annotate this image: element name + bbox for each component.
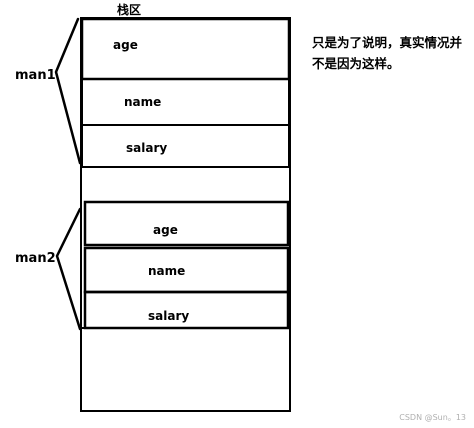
man2-age-label: age bbox=[153, 223, 178, 237]
man1-salary-label: salary bbox=[126, 141, 167, 155]
man2-label: man2 bbox=[15, 251, 56, 266]
man1-salary-cell bbox=[81, 124, 290, 168]
watermark: CSDN @Sun。13 bbox=[399, 413, 466, 422]
man2-bracket bbox=[55, 207, 82, 331]
man2-age-cell bbox=[83, 200, 290, 247]
man1-bracket bbox=[54, 17, 82, 165]
stack-title: 栈区 bbox=[117, 2, 141, 17]
man1-name-cell bbox=[81, 78, 290, 126]
man1-age-label: age bbox=[113, 38, 138, 52]
man2-name-label: name bbox=[148, 264, 185, 278]
man1-name-label: name bbox=[124, 95, 161, 109]
man2-name-cell bbox=[83, 246, 290, 294]
explanation-note: 只是为了说明，真实情况并不是因为这样。 bbox=[312, 35, 463, 71]
stack-frame bbox=[80, 17, 291, 412]
man2-salary-label: salary bbox=[148, 309, 189, 323]
man1-label: man1 bbox=[15, 68, 56, 83]
